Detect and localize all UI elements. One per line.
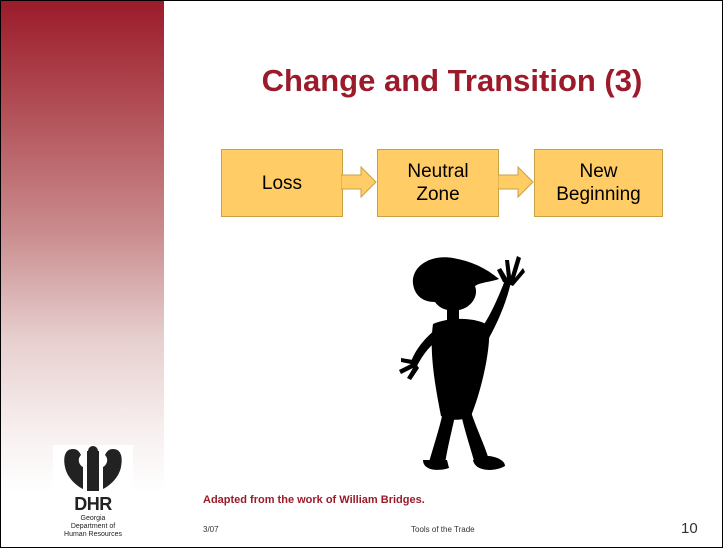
arrow-right-icon [498,165,534,199]
flow-box-label: Beginning [556,184,641,205]
flow-box-label: New [579,161,618,182]
dhr-emblem-icon [64,446,122,491]
flow-box-label: Zone [416,184,460,205]
logo-acronym: DHR [74,494,112,514]
arrow-right-icon [341,165,377,199]
flow-box-label: Loss [261,172,303,194]
slide-title: Change and Transition (3) [261,63,643,98]
flow-box-loss: Loss [221,149,343,217]
logo-subtitle: Georgia [80,515,106,522]
attribution-text: Adapted from the work of William Bridges… [203,494,425,506]
footer-date: 3/07 [203,525,219,534]
logo-subtitle: Department of [70,523,116,530]
footer-title: Tools of the Trade [411,525,475,534]
logo-subtitle: Human Resources [64,531,122,538]
dhr-logo: DHR Georgia Department of Human Resource… [53,445,133,545]
flow-box-neutral-zone: Neutral Zone [377,149,499,217]
flow-box-new-beginning: New Beginning [534,149,663,217]
waving-person-icon [399,256,525,470]
page-number: 10 [681,520,698,537]
flow-box-label: Neutral [407,161,469,182]
